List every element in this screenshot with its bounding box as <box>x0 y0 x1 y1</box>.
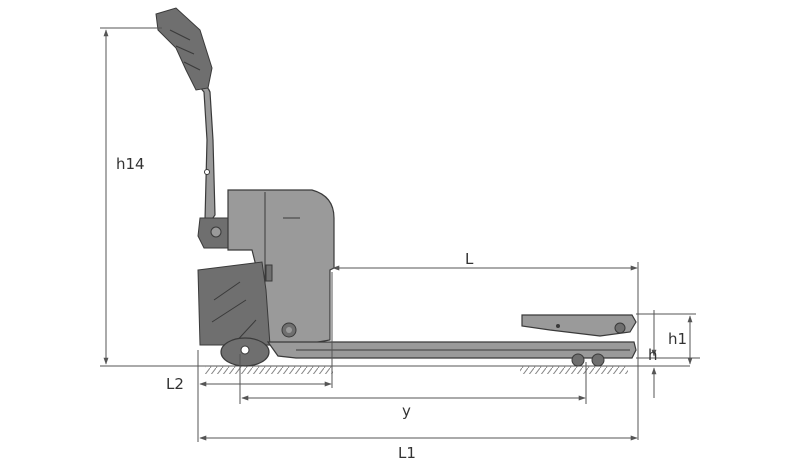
dimension-y: y <box>239 354 587 420</box>
drive-unit-cover <box>197 261 271 346</box>
load-wheel-front <box>591 353 605 367</box>
pallet-truck <box>155 7 637 367</box>
label-l1: L1 <box>398 444 416 462</box>
tiller-pivot <box>204 169 210 175</box>
dimension-l2: L2 <box>166 272 333 442</box>
dimension-l: L <box>332 250 639 440</box>
label-h1: h1 <box>668 330 687 348</box>
label-l2: L2 <box>166 375 184 393</box>
ground-hatch-right <box>520 366 628 374</box>
label-h14: h14 <box>116 155 145 173</box>
charge-port <box>265 264 273 282</box>
dimension-l1: L1 <box>199 435 638 462</box>
dimension-h14: h14 <box>100 27 162 365</box>
dimension-h1-h: h1 h <box>636 310 700 398</box>
raised-load-wheel <box>614 322 626 334</box>
label-y: y <box>402 402 411 420</box>
load-wheel-rear <box>571 353 585 367</box>
ground-hatch-left <box>205 366 333 374</box>
label-l: L <box>465 250 474 268</box>
label-h: h <box>648 346 658 364</box>
ground <box>100 365 690 374</box>
raised-fork-tip <box>521 314 637 337</box>
tiller-handle-head <box>155 7 213 91</box>
tiller-arm <box>197 85 216 223</box>
drive-wheel-hub <box>240 345 250 355</box>
